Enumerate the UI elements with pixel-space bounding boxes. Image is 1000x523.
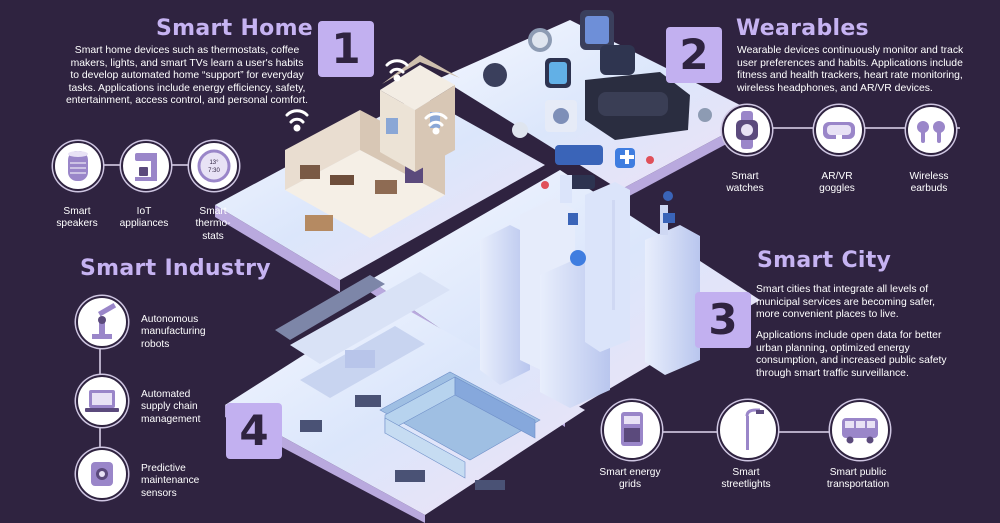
- warehouse-grid: [379, 371, 541, 479]
- wearables-number: 2: [666, 27, 722, 83]
- iot-appliances-label: IoT appliances: [119, 206, 169, 230]
- smart-home-number: 1: [318, 21, 374, 77]
- smart-industry-number: 4: [226, 403, 282, 459]
- laptop-icon: [76, 375, 128, 427]
- smart-watches-label: Smart watches: [726, 171, 764, 195]
- city-towers: [480, 175, 700, 408]
- supply-chain-label: Automated supply chain management: [141, 389, 201, 425]
- ar-vr-goggles-label: AR/VR goggles: [819, 171, 855, 195]
- smart-city-number: 3: [695, 292, 751, 348]
- factory-line: [275, 272, 505, 490]
- wearables-title: Wearables: [736, 16, 869, 41]
- smart-thermostats-label: Smart thermo-stats: [195, 206, 231, 242]
- wearable-devices: [483, 10, 712, 189]
- smart-home-description: Smart home devices such as thermostats, …: [66, 45, 308, 107]
- wifi-icon: [424, 112, 448, 135]
- robot-arm-icon: [76, 296, 128, 348]
- coffee-maker-icon: [121, 141, 171, 191]
- energy-meter-icon: [602, 400, 662, 460]
- smart-streetlights-label: Smart streetlights: [721, 467, 771, 491]
- thermostat-icon: 13° 7:30: [189, 141, 239, 191]
- wireless-earbuds-label: Wireless earbuds: [909, 171, 949, 195]
- wifi-icon: [385, 59, 409, 82]
- wifi-icon: [285, 109, 309, 132]
- vr-goggles-icon: [814, 105, 864, 155]
- smart-speakers-label: Smart speakers: [56, 206, 98, 230]
- bus-icon: [830, 400, 890, 460]
- smart-city-title: Smart City: [757, 248, 892, 273]
- wearables-description: Wearable devices continuously monitor an…: [737, 45, 964, 94]
- svg-text:7:30: 7:30: [208, 168, 220, 174]
- smart-city-description-2: Applications include open data for bette…: [756, 330, 947, 379]
- earbuds-icon: [906, 105, 956, 155]
- smart-home-title: Smart Home: [156, 16, 314, 41]
- svg-text:13°: 13°: [209, 160, 219, 166]
- autonomous-robots-label: Autonomous manufacturing robots: [141, 314, 206, 350]
- smart-energy-grids-label: Smart energy grids: [599, 467, 661, 491]
- streetlight-icon: [718, 400, 778, 460]
- smart-industry-title: Smart Industry: [80, 256, 271, 281]
- smart-city-description-1: Smart cities that integrate all levels o…: [756, 284, 936, 321]
- smart-speaker-icon: [53, 141, 103, 191]
- sensor-icon: [76, 448, 128, 500]
- predictive-maintenance-label: Predictive maintenance sensors: [141, 463, 200, 499]
- smartwatch-icon: [722, 105, 772, 155]
- smart-public-transportation-label: Smart public transportation: [826, 467, 890, 491]
